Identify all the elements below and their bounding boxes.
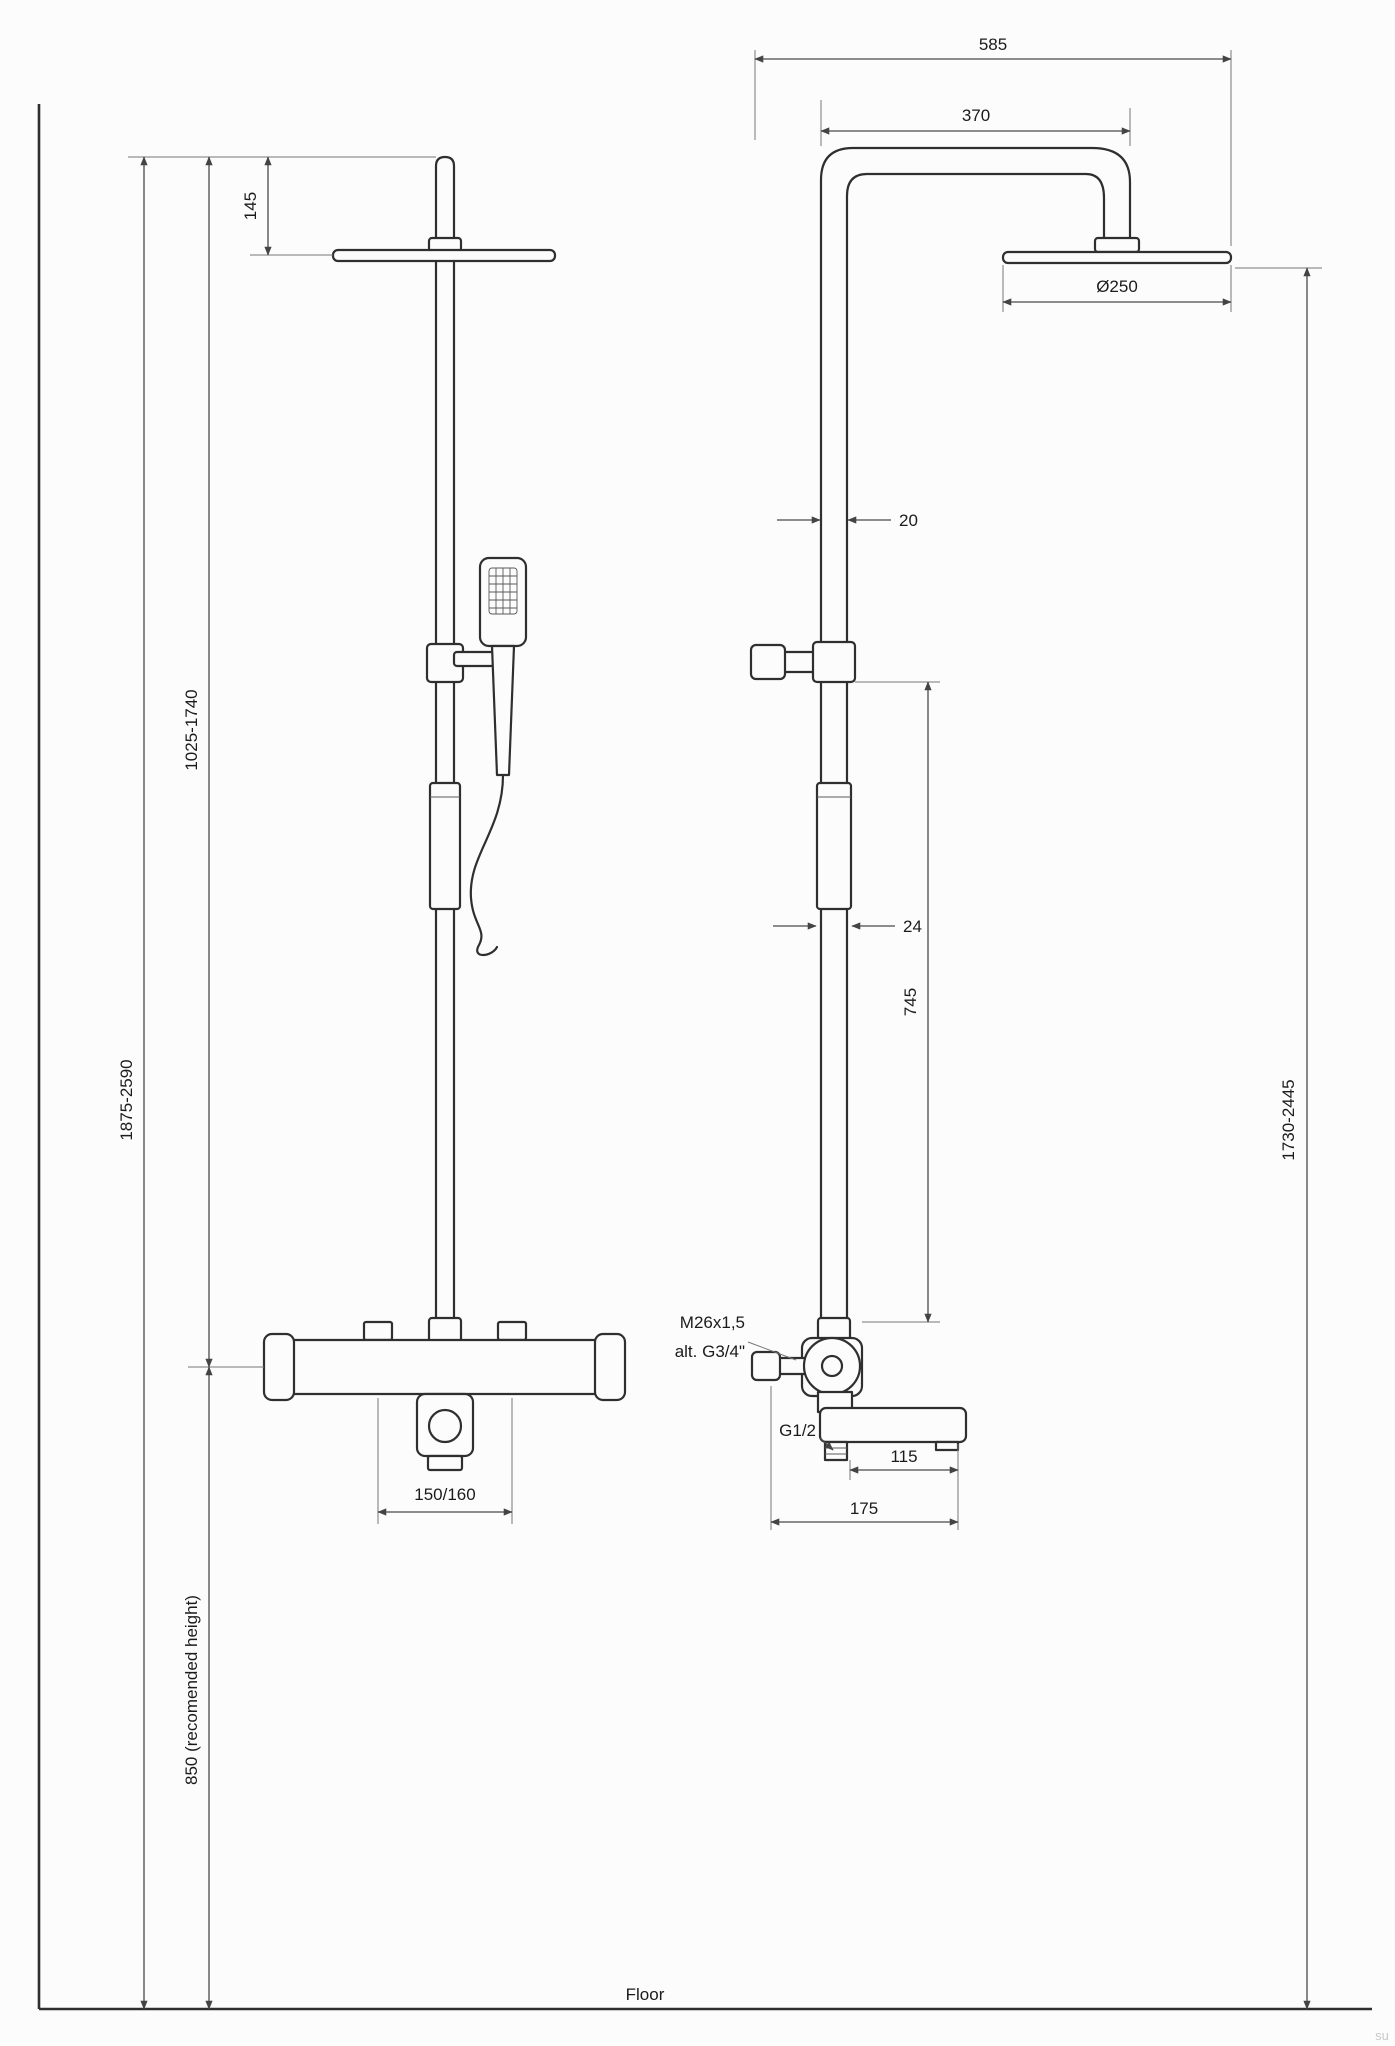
inlet-thread-label: M26x1,5 — [680, 1313, 745, 1332]
dim-head-height-range-label: 1730-2445 — [1279, 1079, 1298, 1160]
dim-arm-label: 370 — [962, 106, 990, 125]
spout-side — [818, 1406, 968, 1444]
riser-outer-side — [819, 146, 1132, 1322]
spout-outlet-front — [426, 1454, 464, 1472]
sheet-frame — [37, 104, 1372, 2011]
riser-collar-front — [427, 1316, 463, 1344]
dim-pipe-lower-label: 24 — [903, 917, 922, 936]
aerator-side — [934, 1440, 960, 1452]
dim-pipe-upper-label: 20 — [899, 511, 918, 530]
mixer-side — [750, 1316, 968, 1462]
front-view: 145 1025-1740 1875-2590 850 (recomended … — [117, 155, 627, 2010]
dim-total-range-label: 1875-2590 — [117, 1059, 136, 1140]
slider-knob — [749, 643, 787, 681]
inlet-nut-side — [750, 1350, 782, 1382]
dim-mixer-height-label: 850 (recomended height) — [182, 1595, 201, 1785]
inlet-thread-alt-label: alt. G3/4" — [675, 1342, 745, 1361]
dim-head-diameter-label: Ø250 — [1096, 277, 1138, 296]
riser-pipe-front — [434, 155, 456, 1342]
dim-145-label: 145 — [241, 192, 260, 220]
dim-reach-label: 585 — [979, 35, 1007, 54]
slider-body — [811, 640, 857, 684]
dim-sleeve-to-mixer-label: 745 — [901, 988, 920, 1016]
mixer-front — [262, 1316, 627, 1472]
mixer-cap-left — [262, 1332, 296, 1402]
mixer-body-front — [266, 1338, 623, 1396]
floor-label: Floor — [626, 1985, 665, 2004]
shower-hose — [469, 773, 505, 957]
slider-side — [749, 640, 857, 684]
inlet-stem-side — [776, 1356, 808, 1376]
g12-stub — [823, 1440, 849, 1462]
mixer-dial-center — [820, 1354, 844, 1378]
hand-shower-handle — [490, 644, 516, 777]
slider-stem — [781, 650, 817, 674]
watermark: su — [1375, 2028, 1389, 2043]
hand-shower-front — [469, 556, 528, 957]
inlet-thread-leader — [747, 1341, 797, 1361]
telescopic-sleeve-side — [815, 781, 853, 911]
telescopic-sleeve-front — [428, 781, 462, 911]
inlet-nut-right — [496, 1320, 528, 1342]
head-collar-side — [1093, 236, 1141, 254]
handshower-bracket-front — [452, 650, 496, 668]
dim-upper-range-label: 1025-1740 — [182, 689, 201, 770]
diverter-knob-front — [427, 1408, 463, 1444]
rain-head-front — [331, 248, 557, 263]
rain-head-side — [1001, 250, 1233, 265]
dim-spout-reach-label: 115 — [890, 1447, 917, 1466]
side-view: 585 370 Ø250 20 24 745 115 175 1730-2445… — [675, 35, 1322, 2010]
dim-spout-total-label: 175 — [850, 1499, 878, 1518]
inlet-nut-left — [362, 1320, 394, 1342]
mixer-cap-right — [593, 1332, 627, 1402]
spout-thread-label: G1/2 — [779, 1421, 816, 1440]
riser-inner-side — [845, 172, 1106, 1322]
spout-thread-leader — [819, 1437, 834, 1451]
dim-connection-spacing-label: 150/160 — [414, 1485, 475, 1504]
